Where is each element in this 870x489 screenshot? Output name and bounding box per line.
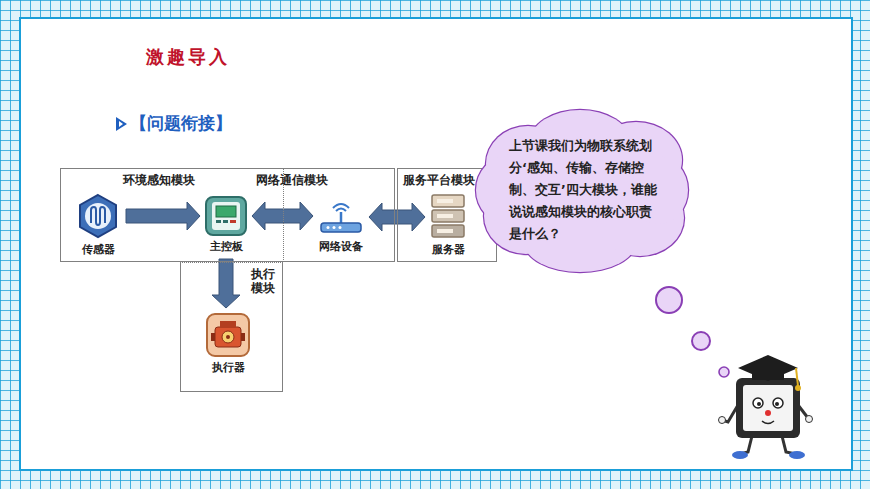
thought-bubble — [656, 287, 682, 313]
device-node: 主控板 — [205, 196, 247, 254]
mascot — [719, 355, 813, 459]
slide-title: 激趣导入 — [146, 45, 230, 69]
section-heading: 【问题衔接】 — [130, 112, 232, 135]
device-label: 执行器 — [206, 360, 250, 375]
device-node: 服务器 — [430, 193, 466, 257]
device-icon — [75, 193, 121, 239]
block-arrow — [126, 202, 200, 230]
device-node: 执行器 — [206, 313, 250, 375]
module-box: 网络通信模块网络设备 — [283, 168, 395, 262]
device-label: 网络设备 — [318, 239, 364, 254]
device-node: 网络设备 — [318, 198, 364, 254]
module-label: 网络通信模块 — [256, 172, 328, 189]
device-node: 传感器 — [75, 193, 121, 257]
module-box: 环境感知模块传感器 主控板 — [60, 168, 283, 262]
thought-cloud: 上节课我们为物联系统划分‘感知、传输、存储控制、交互’四大模块，谁能说说感知模块… — [468, 104, 692, 276]
block-arrow — [212, 259, 240, 308]
device-icon — [206, 313, 250, 357]
device-label: 主控板 — [205, 239, 247, 254]
cloud-text: 上节课我们为物联系统划分‘感知、传输、存储控制、交互’四大模块，谁能说说感知模块… — [509, 135, 659, 245]
device-label: 服务器 — [430, 242, 466, 257]
module-box: 执行模块执行器 — [180, 262, 283, 392]
module-label: 服务平台模块 — [403, 172, 475, 189]
device-label: 传感器 — [75, 242, 121, 257]
device-icon — [205, 196, 247, 236]
module-label: 环境感知模块 — [123, 172, 195, 189]
device-icon — [318, 198, 364, 236]
thought-bubble — [719, 367, 729, 377]
bullet-arrow — [116, 117, 127, 131]
module-label: 执行模块 — [251, 267, 277, 296]
thought-bubble — [692, 332, 710, 350]
device-icon — [430, 193, 466, 239]
